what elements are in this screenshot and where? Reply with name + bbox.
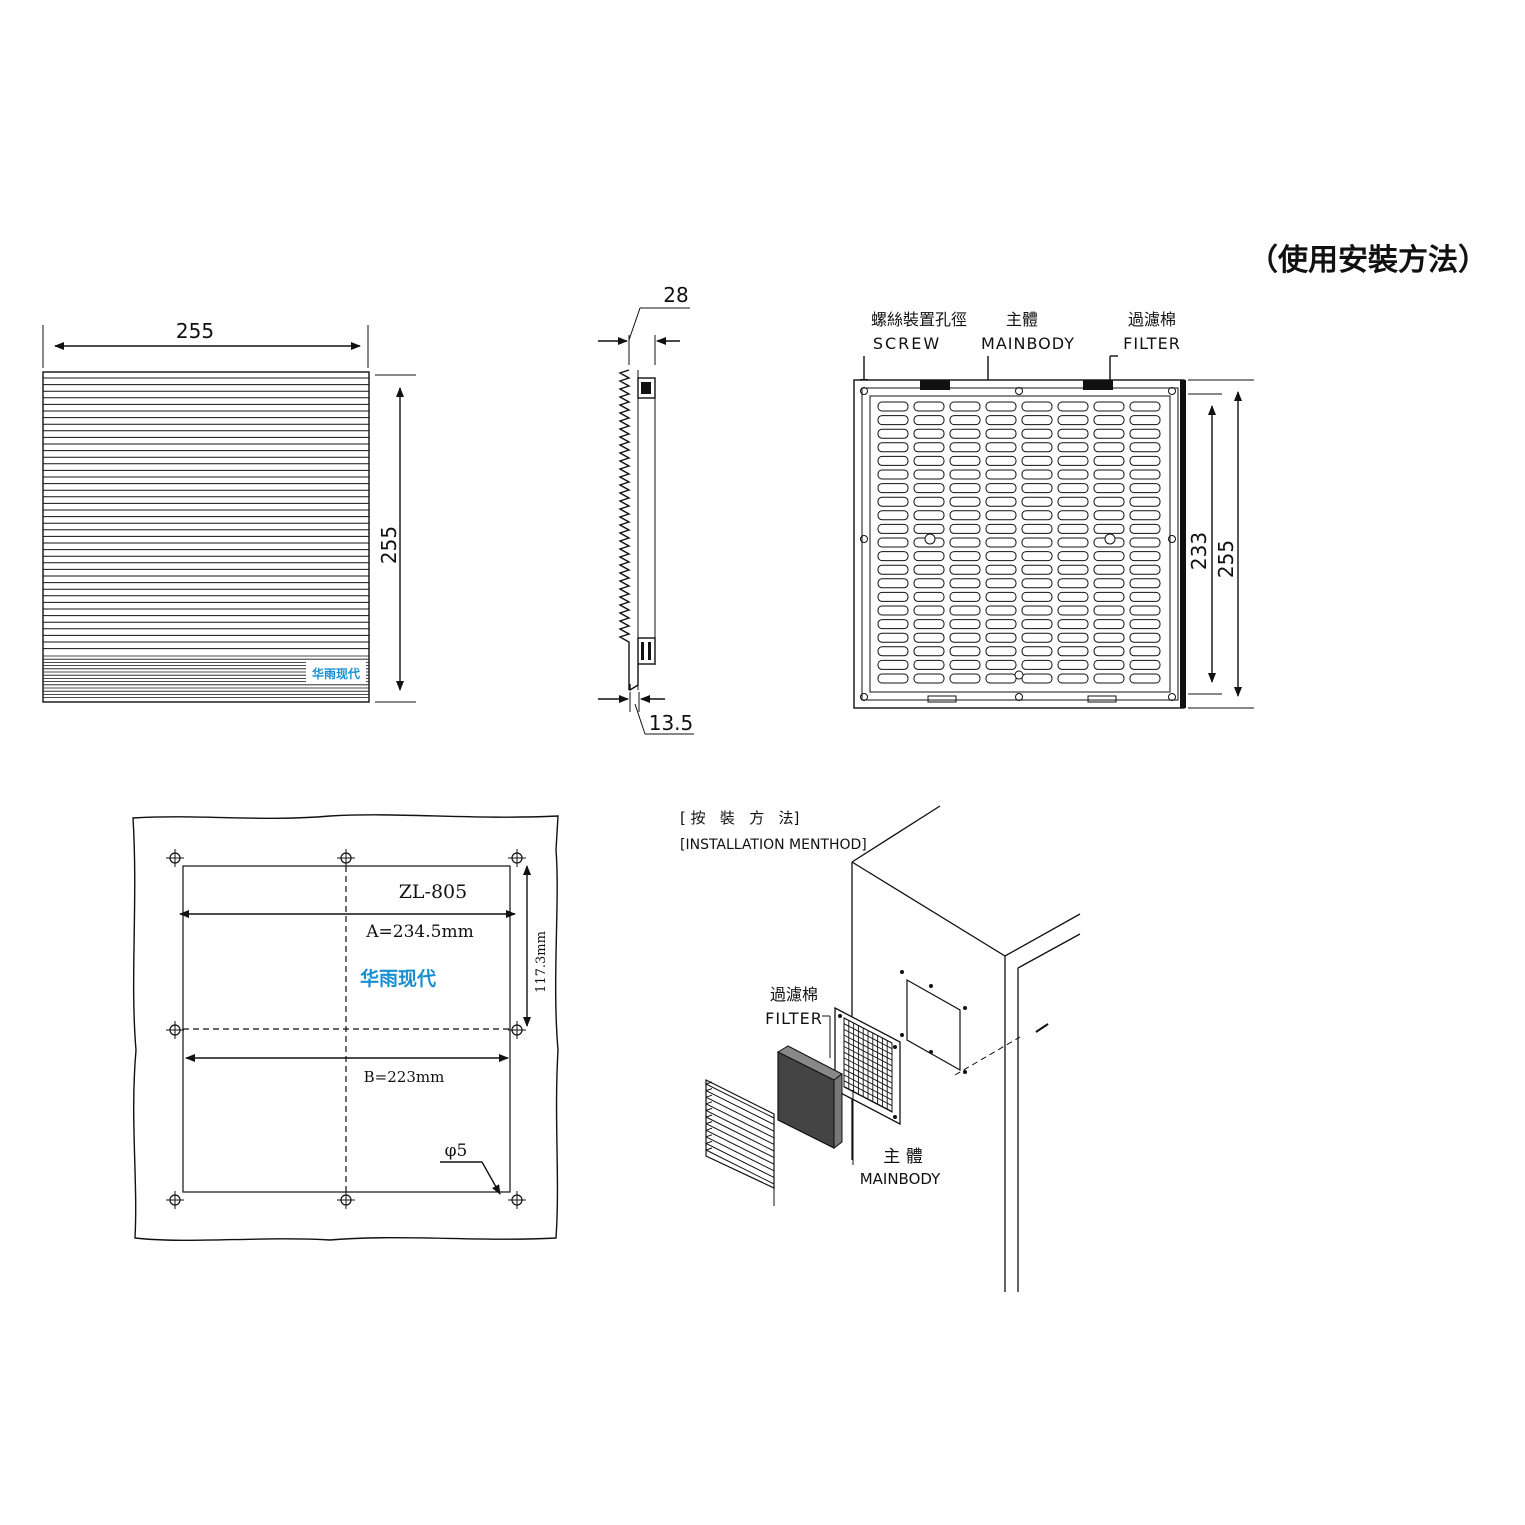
mainbody-label-cn: 主體: [1006, 310, 1038, 329]
dim-half: 117.3mm: [534, 931, 549, 993]
front-width-dim: 255: [176, 319, 214, 343]
side-view: 28 13.5: [598, 283, 694, 735]
side-lip-dim: 13.5: [649, 711, 694, 735]
side-depth-dim: 28: [663, 283, 688, 307]
model-number: ZL-805: [399, 881, 468, 903]
install-filter-en: FILTER: [765, 1009, 823, 1028]
back-inner-dim: 233: [1187, 532, 1211, 570]
back-outer-dim: 255: [1214, 540, 1238, 578]
mounting-holes: [166, 849, 526, 1209]
grille-slats: [43, 377, 369, 698]
install-mainbody-en: MAINBODY: [860, 1170, 941, 1188]
front-view: 255 华雨现代 255: [42, 319, 416, 703]
hole-diameter: φ5: [445, 1141, 468, 1161]
side-sawtooth-profile: [618, 369, 631, 690]
back-view: 螺絲裝置孔徑 SCREW 主體 MAINBODY 過濾棉 FILTER 23: [853, 310, 1254, 709]
exploded-mainbody: [834, 1006, 901, 1126]
screw-label-cn: 螺絲裝置孔徑: [871, 310, 967, 329]
dim-b: B=223mm: [364, 1068, 445, 1086]
front-height-dim: 255: [377, 526, 401, 564]
page-heading: （使用安裝方法）: [1248, 243, 1488, 278]
dim-a: A=234.5mm: [365, 922, 473, 942]
cabinet-cutout: [906, 978, 961, 1072]
mainbody-label-en: MAINBODY: [981, 334, 1075, 353]
screw-label-en: SCREW: [873, 334, 941, 353]
filter-label-cn: 過濾棉: [1128, 310, 1176, 329]
cabinet-outline: [851, 805, 1081, 1292]
install-title-en: [INSTALLATION MENTHOD]: [680, 837, 867, 853]
install-filter-cn: 過濾棉: [770, 985, 818, 1004]
cutout-diagram: ZL-805 A=234.5mm 华雨现代 B=223mm 117.3mm φ5: [132, 814, 559, 1242]
back-frame: [853, 379, 1185, 709]
back-slot-grid: [877, 401, 1161, 684]
front-brand-logo: 华雨现代: [312, 666, 360, 681]
installation-diagram: [ 按 裝 方 法] [INSTALLATION MENTHOD] 過濾棉 FI…: [680, 805, 1081, 1292]
install-title-cn: [ 按 裝 方 法]: [680, 809, 799, 827]
cutout-brand-logo: 华雨现代: [360, 967, 436, 990]
filter-label-en: FILTER: [1123, 334, 1181, 353]
install-mainbody-cn: 主 體: [883, 1147, 922, 1167]
front-grille: [42, 371, 370, 703]
